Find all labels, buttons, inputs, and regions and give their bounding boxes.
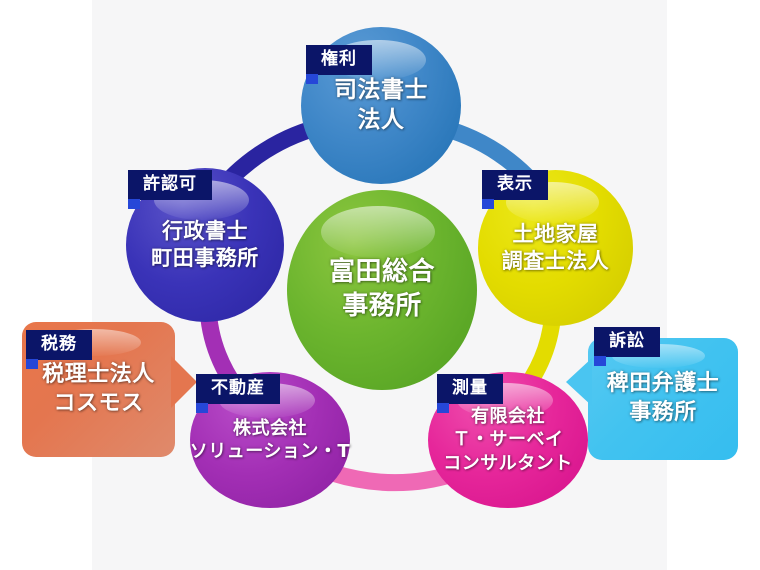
node-survey-line-1: 有限会社 (471, 405, 545, 427)
badge-land-house-investigator-label: 表示 (497, 174, 533, 194)
badge-judicial-scrivener-label: 権利 (321, 49, 357, 69)
badge-tax-accountant: 税務 (26, 330, 92, 369)
node-real-estate-line-2: ソリューション・T (189, 441, 351, 462)
node-administrative-scrivener-line-1: 行政書士 (162, 218, 248, 243)
badge-nub (594, 356, 606, 366)
node-lawyer-line-2: 事務所 (629, 400, 697, 425)
node-judicial-scrivener-line-1: 司法書士 (334, 76, 428, 103)
badge-tax-accountant-label: 税務 (41, 334, 77, 354)
node-survey-line-3: コンサルタント (443, 452, 573, 474)
center-node-line-2: 事務所 (342, 291, 422, 321)
badge-real-estate: 不動産 (196, 374, 280, 413)
badge-administrative-scrivener-label: 許認可 (143, 174, 197, 194)
badge-nub (482, 199, 494, 209)
node-tax-accountant-line-1: 税理士法人 (42, 361, 155, 387)
badge-survey: 測量 (437, 374, 503, 413)
node-administrative-scrivener-line-2: 町田事務所 (151, 246, 259, 270)
badge-survey-label: 測量 (452, 378, 488, 398)
speech-tail (171, 356, 197, 408)
node-land-house-investigator-line-2: 調査士法人 (501, 249, 610, 273)
badge-nub (128, 199, 140, 209)
badge-land-house-investigator: 表示 (482, 170, 548, 209)
speech-tail (566, 358, 592, 406)
badge-judicial-scrivener: 権利 (306, 45, 372, 84)
node-real-estate-line-1: 株式会社 (233, 417, 307, 439)
center-node[interactable]: 富田総合 事務所 (287, 190, 477, 390)
node-tax-accountant-line-2: コスモス (53, 390, 144, 416)
badge-nub (26, 359, 38, 369)
badge-administrative-scrivener: 許認可 (128, 170, 212, 209)
badge-nub (196, 403, 208, 413)
badge-nub (306, 74, 318, 84)
badge-lawyer-label: 訴訟 (609, 331, 645, 351)
badge-lawyer: 訴訟 (594, 327, 660, 366)
node-survey-line-2: Ｔ・サーベイ (452, 429, 564, 451)
badge-nub (437, 403, 449, 413)
center-node-line-1: 富田総合 (328, 257, 435, 288)
badge-real-estate-label: 不動産 (211, 378, 265, 398)
node-judicial-scrivener-line-2: 法人 (357, 106, 405, 133)
node-lawyer-line-1: 稗田弁護士 (606, 371, 720, 397)
node-land-house-investigator-line-1: 土地家屋 (512, 221, 599, 246)
